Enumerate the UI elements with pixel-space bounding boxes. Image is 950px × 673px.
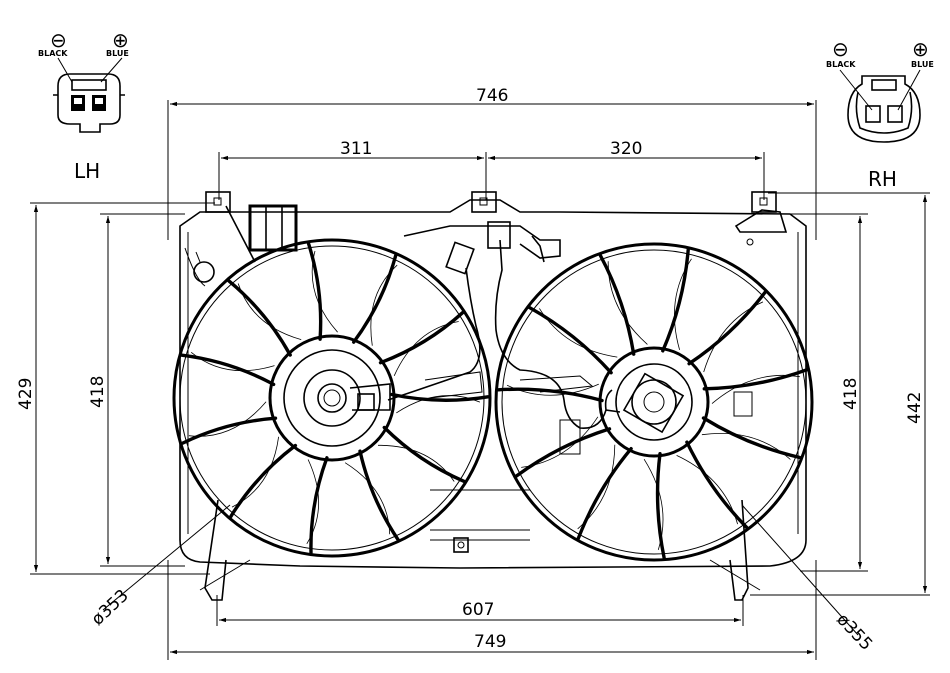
right-fan-blade: [661, 248, 690, 353]
right-fan-vane: [701, 433, 791, 460]
left-fan-blade: [306, 242, 323, 341]
rh-blue-label: BLUE: [911, 60, 934, 69]
right-fan-vane: [674, 258, 692, 351]
right-fan-blade: [687, 290, 767, 366]
dim-d355: ø355: [832, 610, 876, 655]
right-fan-blade: [576, 447, 633, 541]
left-fan-vane: [344, 462, 391, 535]
right-fan-blade: [496, 387, 604, 403]
dim-442: 442: [905, 392, 925, 424]
left-fan-vane: [377, 444, 455, 482]
lh-connector: ⊖ ⊕ BLACK BLUE LH: [38, 28, 129, 183]
right-fan-vane: [506, 383, 599, 396]
right-fan-blade: [655, 452, 666, 560]
right-fan-vane: [539, 308, 618, 358]
right-fan-blade: [528, 306, 613, 375]
right-fan-vane: [711, 374, 800, 404]
dim-418-right: 418: [841, 378, 861, 410]
rh-minus-symbol: ⊖: [832, 37, 849, 61]
left-fan-blade: [229, 443, 298, 519]
rh-black-label: BLACK: [826, 60, 856, 69]
left-fan-blade: [390, 392, 490, 402]
left-fan-blade: [309, 456, 329, 555]
dim-320: 320: [610, 139, 642, 159]
left-fan-vane: [311, 250, 338, 333]
left-fan-vane: [190, 351, 275, 372]
rh-plus-symbol: ⊕: [912, 37, 929, 61]
left-fan-vane: [188, 401, 267, 437]
dim-746: 746: [476, 86, 508, 106]
left-fan-vane: [231, 436, 279, 508]
lh-plus-symbol: ⊕: [112, 28, 129, 52]
lh-minus-symbol: ⊖: [50, 28, 67, 52]
left-fan-vane: [370, 264, 398, 346]
right-fan-vane: [676, 455, 738, 525]
left-fan-blade: [352, 253, 398, 344]
left-fan-blade: [358, 449, 400, 542]
dim-418-left: 418: [88, 376, 108, 408]
dim-749: 749: [474, 632, 506, 652]
right-fan-blade: [598, 253, 636, 356]
right-fan-blade: [514, 427, 612, 478]
left-fan: [172, 238, 492, 558]
left-fan-blade: [180, 353, 276, 387]
rh-label: RH: [868, 167, 897, 191]
left-fan-blade: [378, 311, 465, 365]
right-fan-blade: [685, 440, 749, 530]
left-fan-blade: [382, 425, 466, 483]
right-fan-vane: [607, 261, 648, 345]
lh-label: LH: [74, 159, 100, 183]
right-fan-vane: [703, 301, 764, 373]
left-fan-vane: [393, 321, 459, 376]
dimension-lines: 746 311 320 429 418 418 442 607: [16, 86, 930, 660]
lh-blue-label: BLUE: [106, 49, 129, 58]
left-fan-blade: [181, 416, 278, 445]
left-fan-vane: [396, 395, 481, 414]
right-fan-vane: [521, 416, 599, 468]
dim-311: 311: [340, 139, 372, 159]
left-fan-vane: [237, 283, 302, 340]
fan-shroud: [179, 191, 807, 601]
right-fan-blade: [701, 416, 802, 460]
right-fan: [494, 242, 814, 562]
dim-607: 607: [462, 600, 494, 620]
right-fan-vane: [577, 444, 616, 530]
left-fan-blade: [227, 279, 292, 357]
rh-connector: ⊖ ⊕ BLACK BLUE RH: [826, 37, 934, 191]
right-fan-blade: [702, 368, 809, 391]
lh-black-label: BLACK: [38, 49, 68, 58]
right-fan-vane: [643, 458, 664, 551]
left-fan-vane: [306, 459, 320, 545]
dim-d353: ø353: [88, 586, 133, 630]
dim-429: 429: [16, 378, 36, 410]
